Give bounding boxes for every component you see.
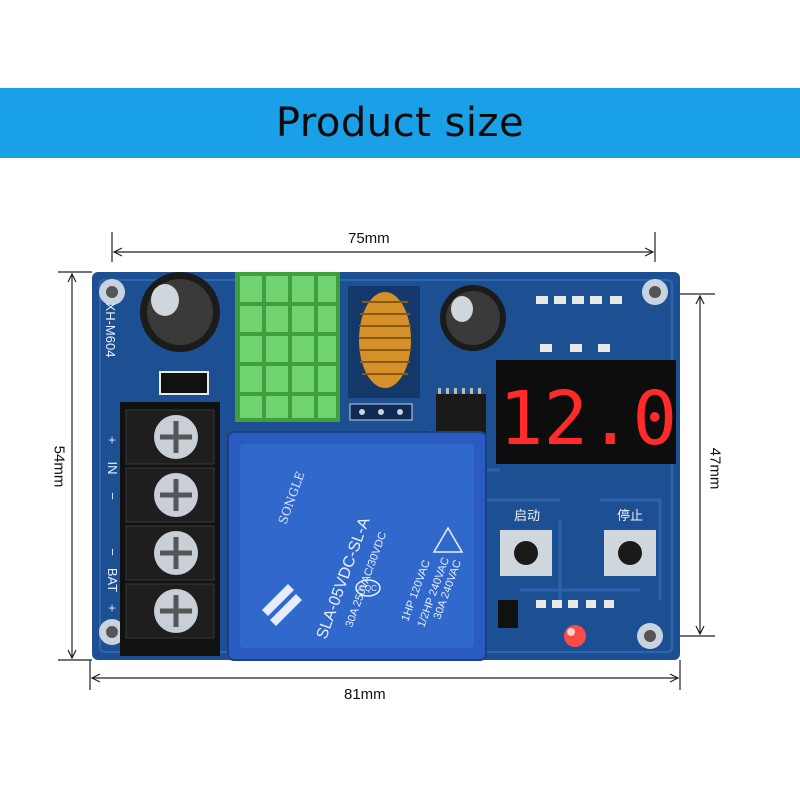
relay: SONGLE SLA-05VDC-SL-A 30A 250VAC/30VDC 1… [227,431,487,661]
warning-triangle-icon [432,526,464,553]
capacitor-right [440,285,506,351]
stop-label: 停止 [617,508,643,524]
heatsink [235,272,340,422]
terminal-label-6: + [105,604,120,612]
banner-title: Product size [275,100,525,146]
dimension-right-height: 47mm [706,447,724,490]
terminal-labels: + IN − − BAT + [105,436,120,612]
capacitor-left [140,272,220,352]
mounting-holes [99,279,668,649]
terminal-label-2: IN [105,462,120,475]
led-display: 12.0 [496,360,677,464]
stop-button[interactable] [604,530,656,576]
terminal-label-5: BAT [105,568,120,592]
dimension-lines [58,232,715,690]
dimension-left-height: 54mm [50,445,68,488]
status-led [564,625,586,647]
model-label: XH-M604 [103,303,118,358]
start-button[interactable] [500,530,552,576]
terminal-screws [154,415,198,633]
relay-cert: CQC [359,584,377,593]
terminal-label-4: − [105,548,120,556]
smd-components [159,296,622,608]
terminal-label-1: + [105,436,120,444]
transistor [498,600,518,628]
start-label: 启动 [514,509,540,524]
dimension-top-width: 75mm [348,230,390,247]
dimension-bottom-width: 81mm [344,686,386,703]
toroidal-inductor [348,286,420,421]
display-readout: 12.0 [499,376,677,462]
title-banner: Product size [0,88,800,158]
songle-logo-icon [262,584,302,626]
terminal-label-3: − [105,492,120,500]
